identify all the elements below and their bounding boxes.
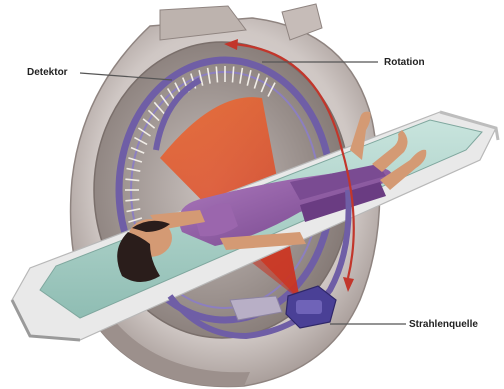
detector-label: Detektor xyxy=(27,67,68,78)
source-label: Strahlenquelle xyxy=(409,319,478,330)
rotation-label: Rotation xyxy=(384,57,425,68)
